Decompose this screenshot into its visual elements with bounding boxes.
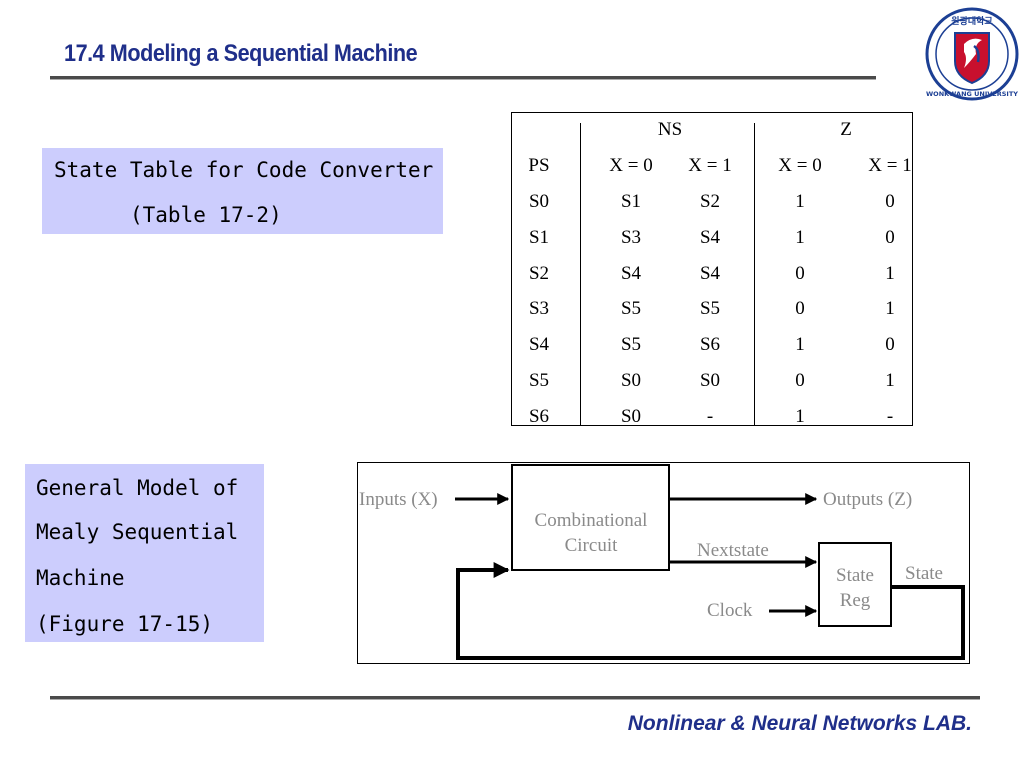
table-caption-ref: (Table 17-2) <box>130 203 282 227</box>
next-state-cell: S0 <box>620 370 642 391</box>
next-state-cell: - <box>706 405 714 427</box>
state-feedback-loop <box>456 562 965 660</box>
next-state-cell: S3 <box>620 226 642 248</box>
present-state-cell: S2 <box>528 262 550 284</box>
outputs-label: Outputs (Z) <box>823 489 912 510</box>
present-state-cell: S6 <box>528 405 550 427</box>
svg-text:원광대학교: 원광대학교 <box>951 15 992 27</box>
lab-name: Nonlinear & Neural Networks LAB. <box>627 712 972 735</box>
table-caption-title: State Table for Code Converter <box>54 158 434 182</box>
present-state-cell: S3 <box>528 298 550 320</box>
figure-caption-line: Mealy Sequential <box>36 520 239 544</box>
output-cell: 1 <box>795 334 805 356</box>
table-divider-ns <box>754 123 755 425</box>
output-cell: 1 <box>795 226 805 248</box>
next-state-cell: S5 <box>620 298 642 320</box>
output-cell: 0 <box>885 334 895 356</box>
column-header: X = 0 <box>778 155 822 176</box>
next-state-cell: S4 <box>620 262 642 284</box>
z-group-header: Z <box>840 119 852 140</box>
table-caption: State Table for Code Converter (Table 17… <box>42 148 443 234</box>
ns-group-header: NS <box>657 119 683 140</box>
figure-caption-line: General Model of <box>36 476 239 500</box>
output-cell: 0 <box>795 370 805 391</box>
column-header: X = 1 <box>688 155 732 176</box>
footer-divider <box>50 696 980 700</box>
figure-caption-line: Machine <box>36 566 125 590</box>
next-state-cell: S4 <box>699 226 721 248</box>
output-cell: 1 <box>795 405 805 427</box>
output-cell: - <box>886 405 894 427</box>
table-divider-ps <box>580 123 581 425</box>
next-state-cell: S5 <box>699 298 721 320</box>
page-title: 17.4 Modeling a Sequential Machine <box>64 40 418 67</box>
present-state-cell: S4 <box>528 334 550 356</box>
output-cell: 0 <box>885 191 895 212</box>
state-register-block <box>818 542 892 627</box>
mealy-machine-diagram: Inputs (X) Outputs (Z) Combinational Cir… <box>357 462 970 664</box>
header-divider <box>50 76 876 80</box>
next-state-cell: S4 <box>699 262 721 284</box>
state-label: State <box>905 563 943 584</box>
next-state-cell: S0 <box>620 405 642 427</box>
present-state-cell: S5 <box>528 370 550 391</box>
column-header: PS <box>528 155 550 176</box>
output-cell: 0 <box>795 298 805 320</box>
university-logo: 원광대학교 WONKWANG UNIVERSITY <box>925 7 1019 101</box>
present-state-cell: S1 <box>528 226 550 248</box>
present-state-cell: S0 <box>528 191 550 212</box>
figure-caption-line: (Figure 17-15) <box>36 612 214 636</box>
inputs-label: Inputs (X) <box>359 489 438 510</box>
nextstate-label: Nextstate <box>697 540 769 561</box>
output-cell: 0 <box>885 226 895 248</box>
next-state-cell: S6 <box>699 334 721 356</box>
output-cell: 0 <box>795 262 805 284</box>
combinational-circuit-block <box>511 464 670 571</box>
state-reg-label-line1: State <box>836 565 874 586</box>
output-cell: 1 <box>885 298 895 320</box>
output-cell: 1 <box>885 370 895 391</box>
state-reg-label-line2: Reg <box>840 590 871 611</box>
clock-label: Clock <box>707 600 753 621</box>
column-header: X = 1 <box>868 155 912 176</box>
output-cell: 1 <box>795 191 805 212</box>
figure-caption: General Model of Mealy Sequential Machin… <box>25 464 264 642</box>
svg-text:WONKWANG UNIVERSITY: WONKWANG UNIVERSITY <box>926 90 1018 98</box>
combinational-label-line2: Circuit <box>565 535 618 556</box>
next-state-cell: S2 <box>699 191 721 212</box>
combinational-label-line1: Combinational <box>535 510 648 531</box>
next-state-cell: S5 <box>620 334 642 356</box>
output-cell: 1 <box>885 262 895 284</box>
column-header: X = 0 <box>609 155 653 176</box>
next-state-cell: S0 <box>699 370 721 391</box>
next-state-cell: S1 <box>620 191 642 212</box>
